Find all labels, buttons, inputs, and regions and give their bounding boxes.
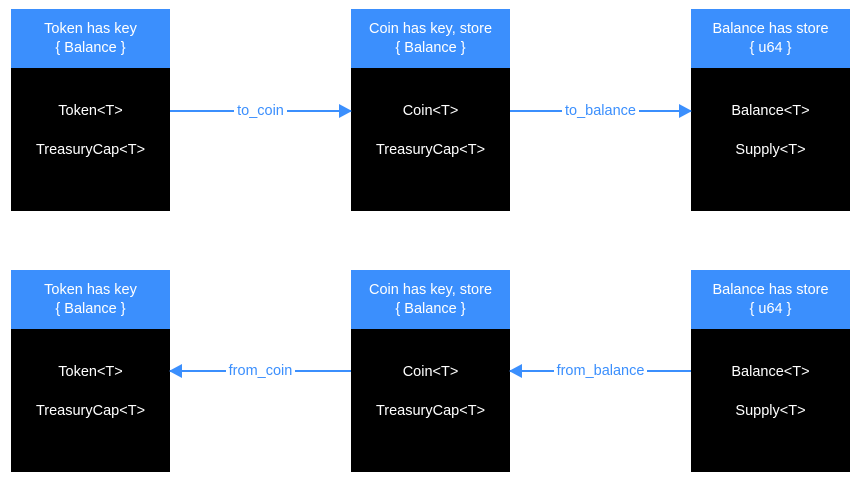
node-header-line-1: Coin has key, store [368,281,493,298]
connector-to-balance: to_balance [510,98,692,124]
node-header-line-2: { u64 } [749,39,792,56]
node-body-line-1: Coin<T> [402,103,459,119]
node-header-line-1: Token has key [44,281,137,298]
node-balance-top[interactable]: Balance has store { u64 } Balance<T> Sup… [691,9,850,211]
node-body-line-2: Supply<T> [735,142,806,158]
connector-label: from_coin [225,362,296,380]
node-header: Balance has store { u64 } [691,270,850,329]
node-token-top[interactable]: Token has key { Balance } Token<T> Treas… [11,9,170,211]
node-balance-bottom[interactable]: Balance has store { u64 } Balance<T> Sup… [691,270,850,472]
node-header-line-2: { Balance } [55,300,126,317]
node-token-bottom[interactable]: Token has key { Balance } Token<T> Treas… [11,270,170,472]
connector-from-coin: from_coin [169,358,351,384]
node-body: Coin<T> TreasuryCap<T> [351,329,510,472]
connector-label: to_balance [562,102,639,120]
node-body-line-1: Token<T> [58,103,123,119]
node-header-line-2: { Balance } [395,39,466,56]
node-coin-top[interactable]: Coin has key, store { Balance } Coin<T> … [351,9,510,211]
node-header: Token has key { Balance } [11,270,170,329]
node-header-line-1: Token has key [44,20,137,37]
node-header: Coin has key, store { Balance } [351,9,510,68]
node-body-line-1: Coin<T> [402,364,459,380]
arrow-head-left-icon [169,364,182,378]
node-body-line-2: Supply<T> [735,403,806,419]
node-header-line-1: Coin has key, store [368,20,493,37]
node-body: Token<T> TreasuryCap<T> [11,68,170,211]
node-header: Token has key { Balance } [11,9,170,68]
node-header-line-1: Balance has store [712,20,829,37]
arrow-head-left-icon [509,364,522,378]
node-body-line-1: Token<T> [58,364,123,380]
node-body-line-1: Balance<T> [731,103,810,119]
connector-from-balance: from_balance [509,358,691,384]
node-body: Token<T> TreasuryCap<T> [11,329,170,472]
connector-label: to_coin [234,102,287,120]
node-header-line-1: Balance has store [712,281,829,298]
node-body: Balance<T> Supply<T> [691,68,850,211]
node-body-line-2: TreasuryCap<T> [375,142,486,158]
arrow-head-right-icon [679,104,692,118]
node-header: Coin has key, store { Balance } [351,270,510,329]
connector-label: from_balance [553,362,648,380]
node-header-line-2: { Balance } [55,39,126,56]
node-body: Coin<T> TreasuryCap<T> [351,68,510,211]
connector-to-coin: to_coin [170,98,352,124]
node-coin-bottom[interactable]: Coin has key, store { Balance } Coin<T> … [351,270,510,472]
node-header-line-2: { Balance } [395,300,466,317]
node-body-line-1: Balance<T> [731,364,810,380]
node-body-line-2: TreasuryCap<T> [375,403,486,419]
node-body-line-2: TreasuryCap<T> [35,403,146,419]
node-body: Balance<T> Supply<T> [691,329,850,472]
node-header: Balance has store { u64 } [691,9,850,68]
arrow-head-right-icon [339,104,352,118]
node-header-line-2: { u64 } [749,300,792,317]
node-body-line-2: TreasuryCap<T> [35,142,146,158]
